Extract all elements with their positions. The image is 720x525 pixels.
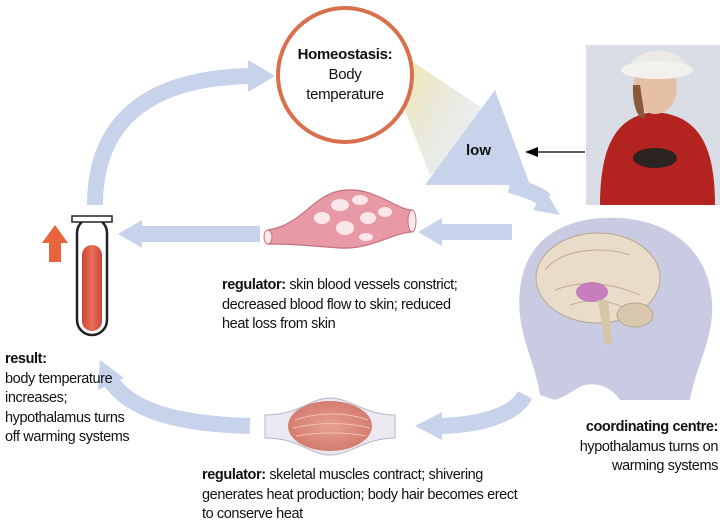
brain-head-image	[519, 217, 713, 400]
result-title: result:	[5, 351, 47, 367]
regulator-muscles-title: regulator:	[202, 467, 266, 483]
regulator-vessels-body: skin blood vessels constrict; decreased …	[222, 277, 458, 332]
blood-vessel-image	[263, 189, 417, 249]
arrowhead	[533, 190, 560, 215]
result-body: body temperature increases; hypothalamus…	[5, 370, 130, 446]
coordinating-centre-title: coordinating centre:	[585, 419, 719, 435]
arrowhead	[118, 220, 142, 248]
stimulus-glow	[395, 60, 500, 175]
homeostasis-title: Homeostasis:	[297, 46, 393, 63]
coordinating-centre-body: hypothalamus turns on warming systems	[579, 438, 719, 475]
cold-girl-photo	[586, 45, 720, 205]
arrow-low-to-brain	[507, 177, 551, 207]
thermometer-icon	[71, 215, 113, 337]
homeostasis-label: Homeostasis: Body temperature	[280, 45, 410, 105]
arrowhead	[418, 218, 442, 246]
regulator-vessels-text: regulator: skin blood vessels constrict;…	[222, 276, 462, 335]
regulator-muscles-body: skeletal muscles contract; shivering gen…	[202, 467, 518, 522]
stimulus-triangle	[425, 90, 530, 185]
coordinating-centre-text: coordinating centre: hypothalamus turns …	[540, 418, 719, 477]
arrowhead	[248, 60, 275, 92]
skeletal-muscle-image	[264, 397, 396, 456]
arrow-muscles-to-result	[103, 375, 251, 434]
homeostasis-circle	[276, 6, 414, 144]
arrow-result-to-homeostasis	[87, 68, 251, 206]
regulator-muscles-text: regulator: skeletal muscles contract; sh…	[202, 466, 520, 525]
homeostasis-line2: temperature	[306, 86, 384, 103]
regulator-vessels-title: regulator:	[222, 277, 286, 293]
stimulus-label: low	[466, 142, 491, 159]
increase-arrow-icon	[42, 225, 68, 262]
result-text: result: body temperature increases; hypo…	[5, 350, 140, 448]
arrowhead	[98, 360, 124, 390]
homeostasis-line1: Body	[328, 66, 362, 83]
arrowhead	[415, 412, 442, 440]
pointer-arrowhead	[525, 147, 538, 157]
arrow-brain-to-muscles	[439, 390, 533, 434]
